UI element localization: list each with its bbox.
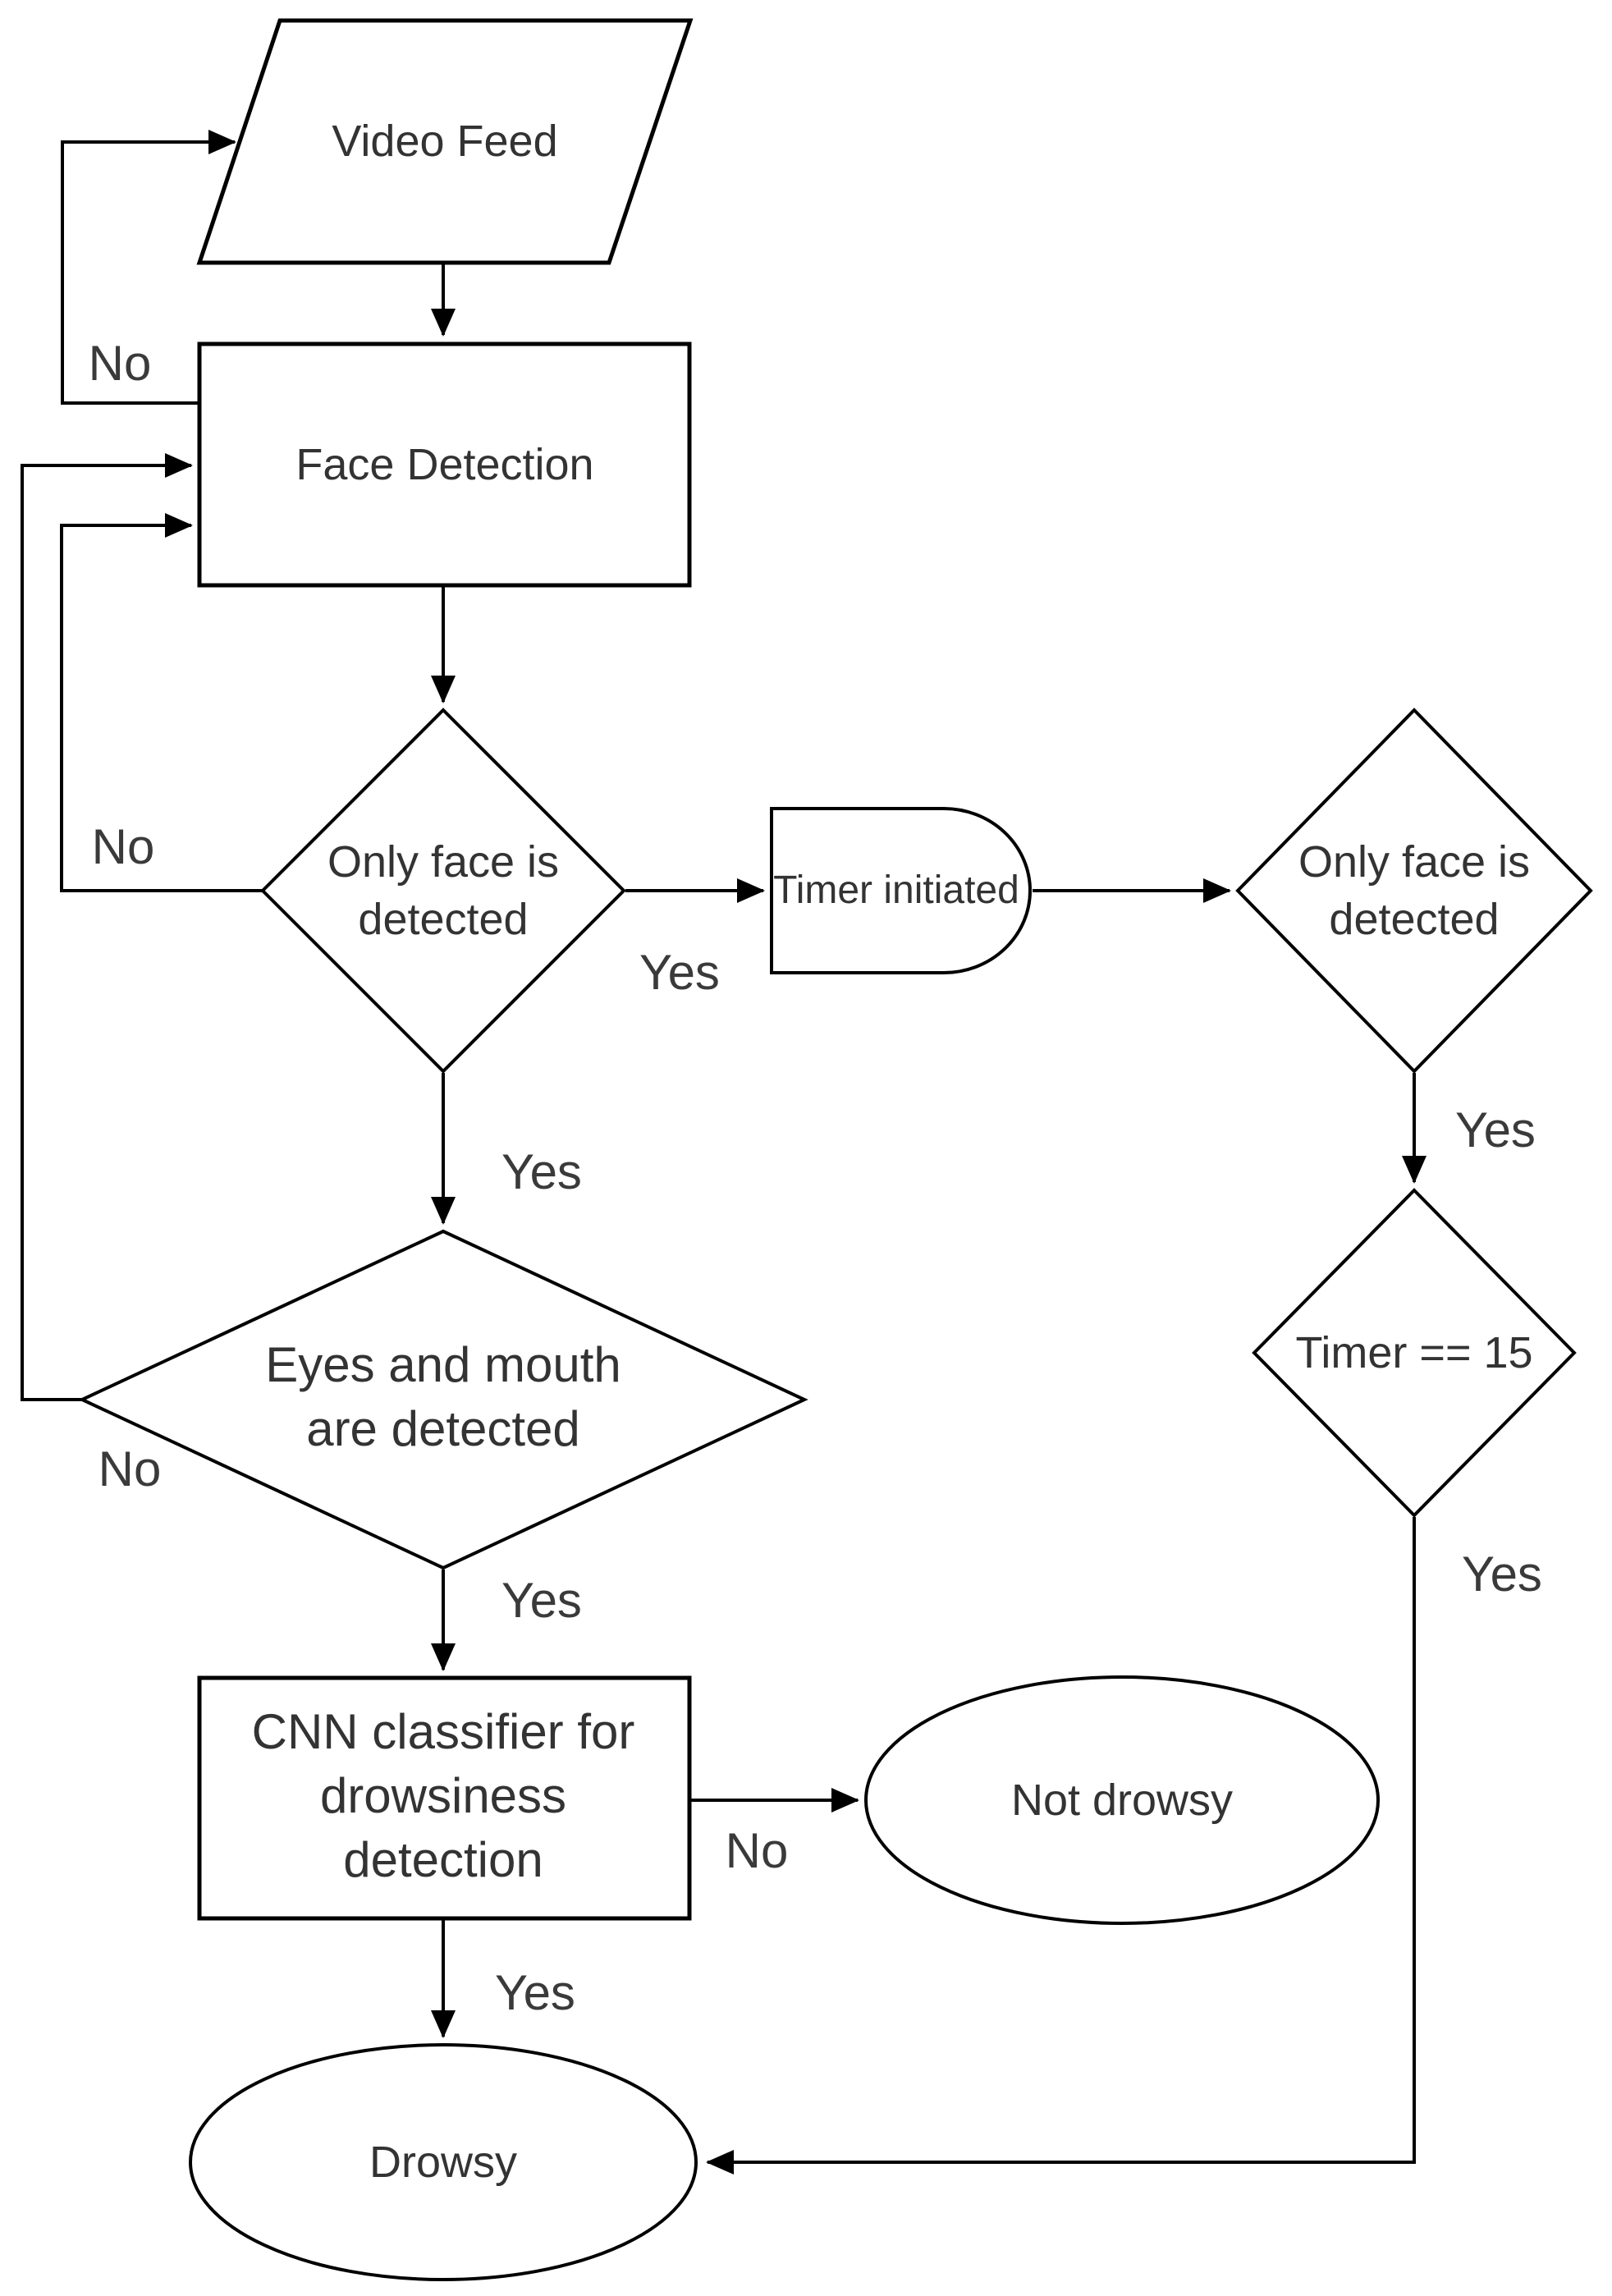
edge-label-only-face-second-to-timer15-yes: Yes [1455, 1102, 1536, 1157]
edge-label-only-face-first-to-face-no: No [91, 819, 155, 874]
face-detection-label: Face Detection [295, 439, 594, 489]
video-feed-shape [196, 18, 694, 265]
timer-equals-15-shape [1252, 1188, 1577, 1518]
eyes-mouth-label: Eyes and mouth are detected [265, 1337, 621, 1456]
timer-equals-15-label: Timer == 15 [1295, 1327, 1533, 1377]
cnn-classifier-label: CNN classifier for drowsiness detection [251, 1704, 635, 1887]
arrow-face-to-video-no-loop [61, 130, 236, 405]
edge-label-cnn-to-drowsy-yes: Yes [495, 1965, 575, 2020]
timer-initiated-shape [770, 807, 1032, 974]
eyes-mouth-shape [78, 1229, 808, 1570]
only-face-first-shape [260, 708, 626, 1074]
arrow-timer15-to-drowsy-yes [706, 1517, 1416, 2175]
edge-label-face-to-video-no: No [88, 336, 152, 391]
drowsy-label: Drowsy [369, 2137, 518, 2187]
only-face-second-label: Only face is detected [1298, 836, 1531, 944]
only-face-second-shape [1235, 708, 1593, 1074]
edge-label-eyes-to-cnn-yes: Yes [501, 1573, 582, 1628]
cnn-classifier-shape [197, 1675, 692, 1921]
arrow-only-face-first-to-face-no-loop [60, 513, 263, 892]
arrow-eyes-to-face-no-loop [21, 453, 193, 1401]
edge-label-only-face-first-to-eyes-yes: Yes [501, 1144, 582, 1199]
edge-label-eyes-to-face-no: No [98, 1441, 162, 1496]
not-drowsy-shape [864, 1675, 1380, 1925]
face-detection-shape [197, 341, 692, 588]
only-face-first-label: Only face is detected [327, 836, 560, 944]
timer-initiated-label: Timer initiated [773, 868, 1019, 912]
not-drowsy-label: Not drowsy [1010, 1775, 1234, 1825]
video-feed-label: Video Feed [332, 116, 558, 166]
edge-label-timer15-to-drowsy-yes: Yes [1462, 1547, 1542, 1602]
edge-label-cnn-to-not-drowsy-no: No [725, 1823, 789, 1878]
edge-label-only-face-first-to-timer-yes: Yes [639, 945, 720, 1000]
drowsy-shape [189, 2043, 698, 2281]
